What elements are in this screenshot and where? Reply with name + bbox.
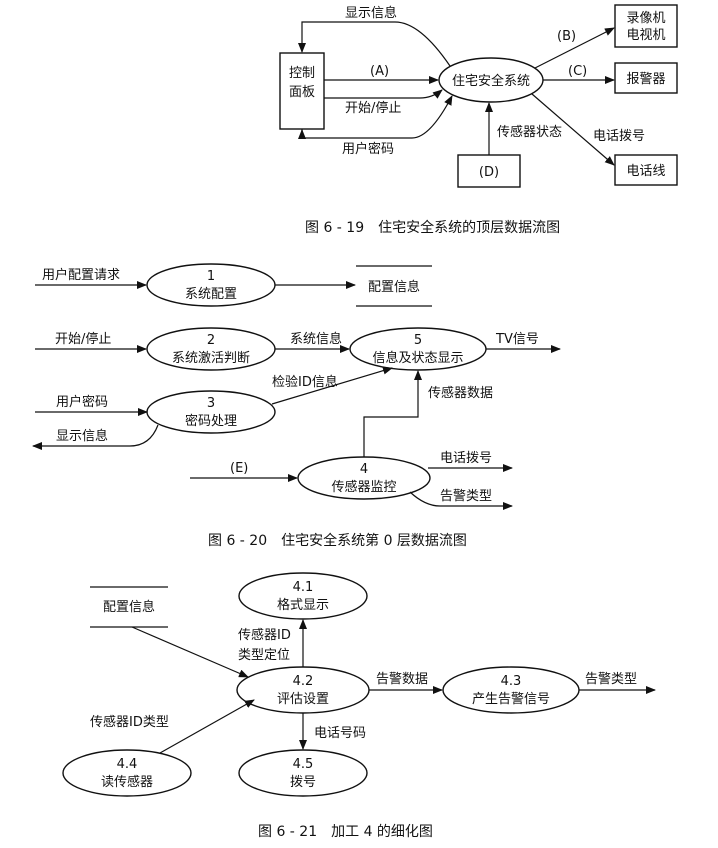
flow-system-info-label: 系统信息 <box>290 331 342 347</box>
process-3-num: 3 <box>207 396 215 411</box>
figure-6-19: 控制 面板 住宅安全系统 录像机 电视机 报警器 电话线 (D) 显示信息 (A… <box>279 4 678 236</box>
process-5-name: 信息及状态显示 <box>372 350 463 366</box>
flow-a-label: (A) <box>370 64 389 79</box>
home-security-system-label: 住宅安全系统 <box>452 73 530 89</box>
flow-phone-dial-out-label: 电话拨号 <box>440 451 492 466</box>
flow-user-password-label: 用户密码 <box>342 141 394 157</box>
flow-phone-dial-label: 电话拨号 <box>593 129 645 144</box>
process-4-4-num: 4.4 <box>117 757 138 772</box>
figure-6-20: 配置信息 1 系统配置 用户配置请求 2 系统激活判断 开始/停止 5 信息及状… <box>32 263 561 549</box>
flow-start-stop-in-label: 开始/停止 <box>55 331 111 347</box>
control-panel-label-1: 控制 <box>289 66 315 81</box>
flow-check-id <box>271 366 393 405</box>
flow-config-request-label: 用户配置请求 <box>42 267 120 283</box>
flow-start-stop <box>324 89 443 99</box>
process-3-name: 密码处理 <box>185 413 237 429</box>
process-5-num: 5 <box>414 333 422 348</box>
process-1-num: 1 <box>207 269 215 284</box>
flow-sensor-data-label: 传感器数据 <box>428 385 493 401</box>
process-4-num: 4 <box>360 462 368 477</box>
flow-sensor-id-type-label: 传感器ID类型 <box>90 714 169 730</box>
process-4-3-name: 产生告警信号 <box>472 691 550 707</box>
process-4-name: 传感器监控 <box>331 479 396 495</box>
flow-phone-dial <box>531 93 615 166</box>
figure-6-21: 配置信息 4.1 格式显示 4.2 评估设置 4.3 产生告警信号 4.4 读传… <box>62 572 656 840</box>
figure-6-19-caption: 图 6 - 19 住宅安全系统的顶层数据流图 <box>305 219 560 236</box>
flow-display-info-out-label: 显示信息 <box>56 428 108 444</box>
alarm-label: 报警器 <box>626 71 665 87</box>
process-4-4 <box>62 749 192 797</box>
store-config-21-label: 配置信息 <box>103 599 155 615</box>
phone-line-label: 电话线 <box>626 164 665 179</box>
flow-phone-number-label: 电话号码 <box>314 726 366 741</box>
flow-user-password-in-label: 用户密码 <box>56 394 108 410</box>
process-4-2-name: 评估设置 <box>277 692 329 707</box>
process-2-name: 系统激活判断 <box>172 351 250 366</box>
process-4-5-name: 拨号 <box>290 775 316 790</box>
tv-label: 电视机 <box>626 28 665 43</box>
process-1-name: 系统配置 <box>185 287 237 302</box>
flow-alarm-type-out <box>409 491 513 510</box>
flow-tv-signal-label: TV信号 <box>495 332 539 347</box>
process-4-5 <box>238 749 368 797</box>
figure-6-21-caption: 图 6 - 21 加工 4 的细化图 <box>258 824 433 840</box>
control-panel-label-2: 面板 <box>289 85 315 100</box>
flow-sensor-data <box>363 370 422 457</box>
process-4-3-num: 4.3 <box>501 674 522 689</box>
vcr-tv-box <box>614 4 678 48</box>
flow-display-info-label: 显示信息 <box>345 5 397 21</box>
phone-line-box <box>614 154 678 186</box>
flow-user-password <box>301 95 453 139</box>
flow-type-loc-label: 类型定位 <box>238 648 290 663</box>
flow-start-stop-label: 开始/停止 <box>345 100 401 116</box>
flow-store-to-4-2 <box>131 626 249 678</box>
figure-6-20-caption: 图 6 - 20 住宅安全系统第 0 层数据流图 <box>208 532 467 549</box>
process-2-num: 2 <box>207 333 215 348</box>
flow-check-id-label: 检验ID信息 <box>272 374 338 390</box>
process-4-1-num: 4.1 <box>293 580 314 595</box>
process-4-5-num: 4.5 <box>293 757 314 772</box>
vcr-label: 录像机 <box>626 11 665 26</box>
flow-b-label: (B) <box>557 29 576 44</box>
control-panel-box <box>279 52 325 130</box>
flow-sensor-id-label: 传感器ID <box>238 627 291 643</box>
flow-e-label: (E) <box>230 461 248 476</box>
process-4-2-num: 4.2 <box>293 674 314 689</box>
flow-display-info-top <box>298 21 451 67</box>
flow-alarm-type-out-label: 告警类型 <box>440 488 492 504</box>
process-4-1-name: 格式显示 <box>277 597 329 613</box>
flow-display-info-out <box>32 424 159 450</box>
flow-alarm-type-21-label: 告警类型 <box>585 671 637 687</box>
flow-c-label: (C) <box>568 64 587 79</box>
flow-sensor-state-label: 传感器状态 <box>497 124 562 140</box>
flow-b <box>534 27 615 69</box>
store-config-label: 配置信息 <box>368 279 420 295</box>
process-4-4-name: 读传感器 <box>101 774 153 790</box>
alarm-box <box>614 62 678 94</box>
flow-sensor-id-type <box>159 699 255 754</box>
flow-alarm-data-label: 告警数据 <box>376 671 428 687</box>
d-box-label: (D) <box>479 165 499 180</box>
